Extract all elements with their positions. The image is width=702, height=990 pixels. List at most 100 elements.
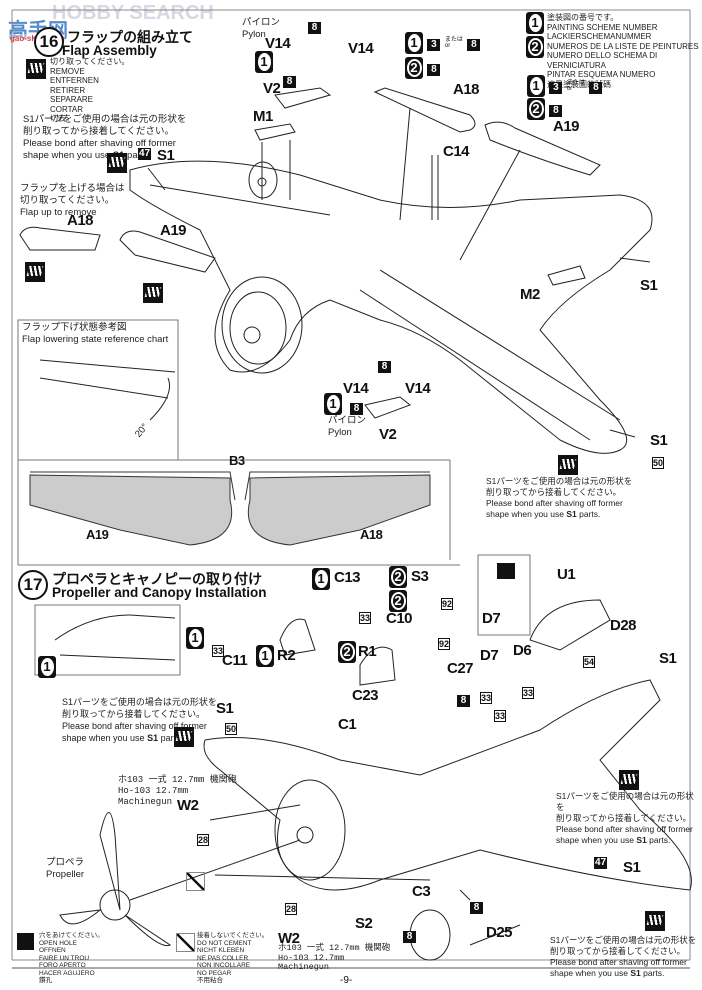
part-label-V14: V14 — [405, 380, 431, 397]
scheme-number: 2 — [528, 100, 544, 118]
gun-en: Ho-103 12.7mm — [278, 952, 345, 963]
watermark-brand: HOBBY SEARCH — [52, 2, 214, 24]
color-number: 92 — [438, 638, 451, 650]
color-number: 28 — [197, 834, 210, 846]
painting-scheme-2-c10: 2 — [389, 590, 407, 612]
scheme-number: 1 — [407, 34, 421, 52]
painting-scheme-1-r2: 1 — [256, 645, 274, 667]
part-label-A18: A18 — [360, 527, 383, 542]
color-badge-50: 50 — [652, 453, 665, 471]
painting-scheme-legend-2: 2 — [526, 36, 544, 58]
part-label-M1: M1 — [253, 108, 273, 125]
note-line: 削り取ってから接着してください。 — [550, 946, 686, 956]
legend-line: 穴をあけてください。 — [39, 932, 104, 939]
color-badge-33: 33 — [480, 688, 493, 706]
remove-icon — [25, 262, 45, 282]
legend-line: NE PAS COLLER — [197, 954, 249, 962]
note-line: shape when you use — [486, 509, 567, 519]
aircraft-step17 — [203, 679, 692, 891]
note-line: shape when you use — [550, 968, 631, 978]
part-label-C1: C1 — [338, 716, 357, 733]
or-jp: または — [566, 79, 585, 86]
pylon-label-top: パイロン Pylon — [242, 17, 280, 41]
remove-icon — [619, 770, 639, 790]
color-badge-92: 92 — [441, 594, 454, 612]
color-number: 92 — [441, 598, 454, 610]
s1-note-right-mid: S1パーツをご使用の場合は元の形状を 削り取ってから接着してください。 Plea… — [486, 476, 632, 520]
step-number-17: 17 — [18, 570, 48, 600]
color-badge-50: 50 — [225, 719, 238, 737]
scheme-number: 1 — [258, 647, 272, 665]
or-en: or — [566, 85, 573, 92]
part-label-S3: S3 — [411, 568, 429, 585]
s1-note-right-lower: S1パーツをご使用の場合は元の形状を 削り取ってから接着してください。 Plea… — [550, 935, 696, 979]
scheme-number: 2 — [339, 643, 355, 661]
note-line: Please bond after shaving off former — [486, 498, 623, 508]
step17-title-jp: プロペラとキャノピーの取り付け — [52, 571, 262, 587]
scheme-number: 2 — [390, 568, 406, 586]
color-number: 33 — [212, 645, 225, 657]
part-label-C11: C11 — [222, 652, 248, 669]
note-bold: S1 — [147, 733, 159, 743]
pylon-jp: パイロン — [328, 415, 367, 426]
color-number: 8 — [350, 403, 363, 415]
part-label-C23: C23 — [352, 687, 379, 704]
note-bold: S1 — [566, 509, 577, 519]
part-label-A18: A18 — [67, 212, 94, 229]
part-label-V2: V2 — [379, 426, 397, 443]
part-label-A19: A19 — [553, 118, 580, 135]
gun-jp: ホ103 一式 12.7mm 機関砲 — [118, 775, 237, 785]
painting-scheme-1-inset: 1 — [38, 656, 56, 678]
note-line: parts. — [576, 509, 601, 519]
note-line: 削り取ってから接着してください。 — [486, 487, 622, 497]
part-label-C27: C27 — [447, 660, 474, 677]
legend-line: CORTAR — [50, 104, 84, 114]
color-badge-8: 8 — [283, 71, 296, 89]
note-line: Please bond after shaving off former — [62, 721, 207, 731]
legend-line: ENTFERNEN — [50, 76, 99, 85]
color-number: 33 — [359, 612, 372, 624]
part-label-C14: C14 — [443, 143, 470, 160]
color-number: 8 — [549, 105, 563, 117]
color-badge-8: 8 — [457, 690, 470, 708]
note-line: parts. — [640, 968, 665, 978]
scheme-number: 1 — [314, 570, 328, 588]
legend-line: NO PEGAR — [197, 969, 232, 977]
pylon-en: Pylon — [328, 427, 352, 438]
color-badge-8: 8 — [308, 17, 321, 35]
b3-wing-panel-left — [29, 471, 236, 546]
note-line: parts. — [158, 733, 184, 743]
part-label-D6: D6 — [513, 642, 532, 659]
aircraft-underside-step16 — [129, 160, 653, 454]
color-number: 8 — [427, 64, 441, 76]
color-number: 8 — [308, 22, 321, 34]
remove-marker — [107, 153, 127, 178]
pylon-en: Pylon — [242, 29, 266, 40]
s1-note-right-upper: S1パーツをご使用の場合は元の形状を 削り取ってから接着してください。 Plea… — [556, 791, 702, 846]
pylon-jp: パイロン — [242, 17, 281, 28]
scheme-number: 1 — [528, 14, 542, 32]
or-en: or — [444, 42, 451, 49]
note-line: shape when you use — [62, 733, 148, 743]
part-label-C10: C10 — [386, 610, 413, 627]
legend-line: OFFNEN — [39, 947, 66, 954]
legend-line: FAIRE UN TROU — [39, 954, 90, 962]
drill-hole-icon — [17, 933, 34, 950]
color-badge-54: 54 — [583, 652, 596, 670]
legend-line: 鑽孔 — [39, 977, 52, 984]
step16-title-en: Flap Assembly — [62, 43, 157, 58]
legend-line: NON INCOLLARE — [197, 962, 251, 969]
scheme-number: 2 — [406, 59, 422, 77]
color-number: 47 — [138, 148, 152, 160]
page-number: -9- — [340, 975, 353, 986]
part-label-D7: D7 — [482, 610, 501, 627]
painting-scheme-1-c11: 1 — [186, 627, 204, 649]
legend-line: 這是塗裝圖的號碼 — [547, 79, 611, 89]
legend-line: PAINTING SCHEME NUMBER — [547, 22, 658, 32]
color-number: 47 — [594, 857, 608, 869]
remove-marker — [174, 727, 194, 752]
part-label-R1: R1 — [358, 643, 377, 660]
